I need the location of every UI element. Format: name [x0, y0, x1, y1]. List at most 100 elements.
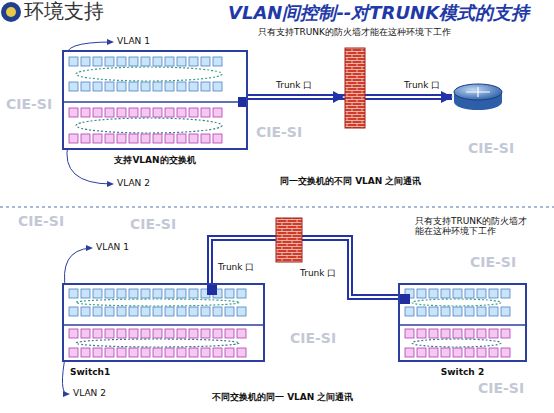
port — [141, 329, 150, 338]
port — [213, 82, 222, 91]
port — [153, 134, 162, 143]
port — [237, 289, 246, 298]
port — [489, 289, 498, 298]
port — [177, 134, 186, 143]
watermark: CIE-SI — [290, 330, 336, 346]
port — [81, 134, 90, 143]
vlan-loop — [412, 339, 501, 347]
port — [477, 329, 486, 338]
port — [237, 329, 246, 338]
port — [105, 329, 114, 338]
port — [417, 329, 426, 338]
port — [453, 307, 462, 316]
port — [141, 108, 150, 117]
port — [177, 108, 186, 117]
port — [81, 108, 90, 117]
switch-label: 支持VLAN的交换机 — [64, 154, 246, 167]
port — [201, 57, 210, 66]
trunk-port — [400, 294, 410, 304]
port — [165, 289, 174, 298]
port — [93, 289, 102, 298]
port — [129, 307, 138, 316]
watermark: CIE-SI — [130, 216, 176, 232]
port — [81, 57, 90, 66]
vlan-label: VLAN 1 — [96, 242, 129, 252]
port — [69, 82, 78, 91]
port — [405, 329, 414, 338]
port — [117, 108, 126, 117]
port — [489, 348, 498, 357]
port — [429, 289, 438, 298]
port — [141, 57, 150, 66]
port — [441, 289, 450, 298]
port — [213, 348, 222, 357]
port — [201, 329, 210, 338]
port — [117, 82, 126, 91]
port — [105, 348, 114, 357]
port — [201, 108, 210, 117]
divider — [400, 324, 525, 326]
port — [105, 307, 114, 316]
port — [129, 134, 138, 143]
port — [81, 329, 90, 338]
port — [141, 82, 150, 91]
port — [417, 307, 426, 316]
port — [93, 348, 102, 357]
port — [165, 57, 174, 66]
port — [165, 348, 174, 357]
logo — [6, 7, 16, 17]
port — [117, 307, 126, 316]
port — [105, 108, 114, 117]
port — [489, 329, 498, 338]
port — [165, 82, 174, 91]
port — [189, 289, 198, 298]
port — [189, 57, 198, 66]
divider — [64, 324, 263, 326]
watermark: CIE-SI — [256, 124, 302, 140]
port — [129, 82, 138, 91]
port — [129, 329, 138, 338]
port — [201, 348, 210, 357]
separator — [0, 206, 554, 207]
switch-label: Switch1 — [70, 367, 110, 377]
vlan-loop — [76, 299, 239, 306]
port — [69, 348, 78, 357]
port — [501, 329, 510, 338]
port — [69, 307, 78, 316]
caption: 不同交换机的同一 VLAN 之间通讯 — [212, 392, 353, 402]
vlan-label: VLAN 2 — [117, 178, 150, 188]
port — [465, 307, 474, 316]
port — [189, 348, 198, 357]
divider — [64, 101, 246, 103]
port — [501, 348, 510, 357]
port — [501, 289, 510, 298]
port — [117, 289, 126, 298]
port — [69, 134, 78, 143]
port — [153, 329, 162, 338]
port — [177, 348, 186, 357]
port — [189, 329, 198, 338]
port — [489, 307, 498, 316]
port — [153, 108, 162, 117]
port — [129, 289, 138, 298]
port — [477, 289, 486, 298]
port — [213, 57, 222, 66]
port-label: Trunk 口 — [404, 80, 440, 90]
title: VLAN间控制--对TRUNK模式的支持 — [228, 3, 529, 24]
port — [69, 57, 78, 66]
port — [177, 57, 186, 66]
port — [465, 329, 474, 338]
port — [201, 82, 210, 91]
trunk-port — [207, 285, 217, 295]
port — [105, 82, 114, 91]
port — [165, 329, 174, 338]
switch-box: Switch 2 — [398, 283, 527, 362]
port — [465, 289, 474, 298]
corner-heading: 环境支持 — [24, 0, 104, 23]
port — [141, 307, 150, 316]
port — [501, 307, 510, 316]
port — [153, 82, 162, 91]
logo — [1, 2, 21, 22]
vlan-loop — [412, 299, 501, 306]
watermark: CIE-SI — [18, 213, 64, 229]
